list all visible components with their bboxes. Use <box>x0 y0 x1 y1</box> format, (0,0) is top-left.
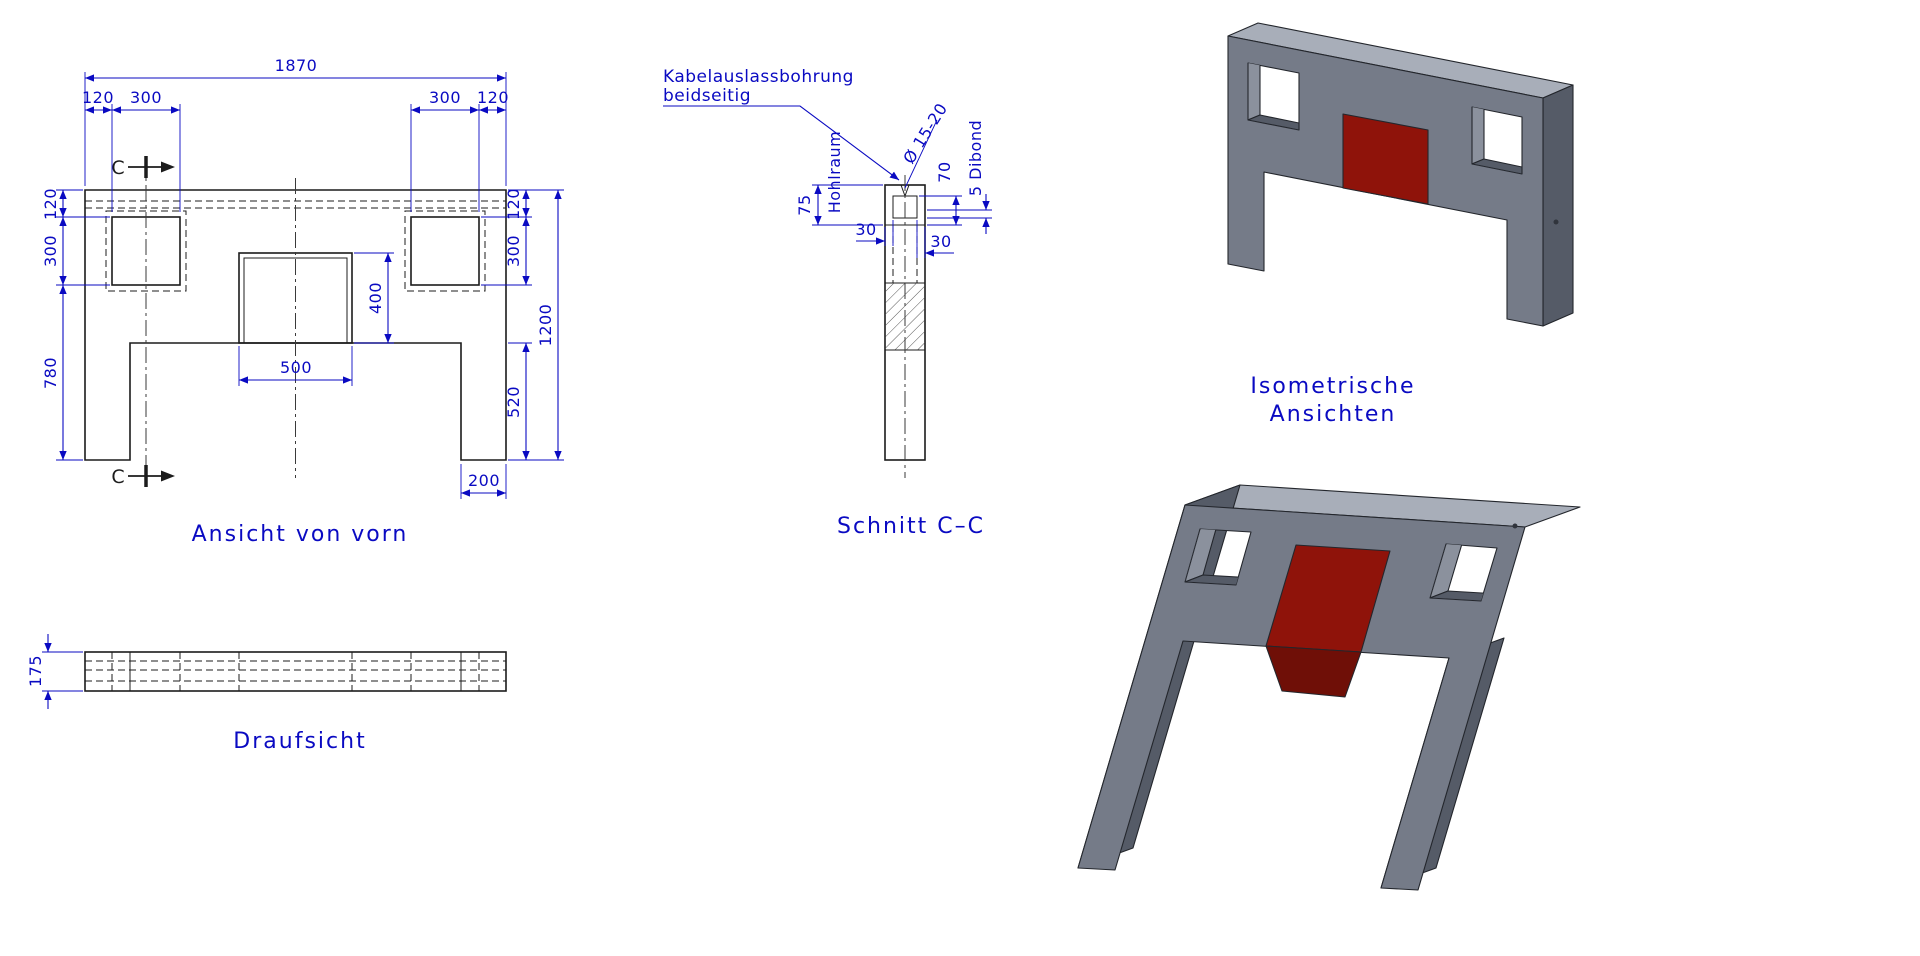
section-view-title: Schnitt C–C <box>837 514 985 539</box>
dim-right-top: 120 <box>504 188 523 220</box>
isometric-view-front <box>1227 22 1574 327</box>
dim-center-height: 400 <box>366 282 385 314</box>
dim-depth: 175 <box>26 655 45 687</box>
iso-title-line2: Ansichten <box>1270 402 1397 427</box>
front-outline <box>84 189 507 461</box>
front-right-hole <box>410 216 480 286</box>
front-view-dimensions: 1870 120 300 300 120 120 300 780 400 500… <box>41 56 564 499</box>
section-hole-notch-left <box>900 184 906 197</box>
iso-title-line1: Isometrische <box>1250 374 1415 399</box>
iso1-right-hole-walls <box>1472 107 1522 174</box>
dim-cavity-height: 75 <box>795 194 814 215</box>
dim-left-bottom: 780 <box>41 357 60 389</box>
front-view-geometry <box>84 178 507 478</box>
hidden-left-hole-frame <box>105 210 187 292</box>
callout-leader <box>663 105 900 181</box>
dim-pocket-depth: 70 <box>935 161 954 182</box>
iso1-right-face <box>1542 84 1574 327</box>
dim-left-hole: 300 <box>41 235 60 267</box>
section-view: 75 Hohlraum 30 30 70 5 Dibond Ø 15-20 <box>663 67 992 539</box>
dim-hole-diameter: Ø 15-20 <box>899 100 951 167</box>
top-view: 175 Draufsicht <box>26 634 507 754</box>
front-view-title: Ansicht von vorn <box>192 522 409 547</box>
hidden-right-hole-frame <box>404 210 486 292</box>
iso2-right-hole-walls <box>1430 544 1497 601</box>
iso1-red-panel <box>1342 113 1429 205</box>
dim-center-width: 500 <box>280 358 312 377</box>
isometric-view-back <box>1077 484 1581 891</box>
dim-top-offset-right: 120 <box>477 88 509 107</box>
callout-line2: beidseitig <box>663 86 751 106</box>
label-cavity: Hohlraum <box>825 131 844 214</box>
dim-top-hole-right: 300 <box>429 88 461 107</box>
dim-right-hole: 300 <box>504 235 523 267</box>
iso1-cable-hole <box>1553 219 1559 225</box>
dim-overall-height: 1200 <box>536 304 555 347</box>
front-view: C C <box>41 56 564 547</box>
front-center-opening-inner <box>243 257 348 343</box>
section-mark-bottom: C <box>111 466 124 488</box>
dim-wall-right: 30 <box>930 232 951 251</box>
section-geometry <box>884 175 926 478</box>
dim-wall-left: 30 <box>855 220 876 239</box>
section-arrow-bottom-icon <box>161 470 175 482</box>
section-mark-top: C <box>111 157 124 179</box>
dim-overall-width: 1870 <box>275 56 318 75</box>
top-view-outline <box>84 651 507 692</box>
iso2-cable-hole <box>1512 523 1518 529</box>
top-view-geometry <box>84 651 507 692</box>
section-arrow-top-icon <box>161 161 175 173</box>
top-view-title: Draufsicht <box>233 729 366 754</box>
dim-leg-width: 200 <box>468 471 500 490</box>
dim-top-hole-left: 300 <box>130 88 162 107</box>
dim-top-offset-left: 120 <box>82 88 114 107</box>
iso2-red-panel-lower <box>1265 645 1362 698</box>
dim-panel: 5 Dibond <box>966 120 985 196</box>
callout-line1: Kabelauslassbohrung <box>663 67 854 87</box>
dim-left-top: 120 <box>41 188 60 220</box>
section-dimensions: 75 Hohlraum 30 30 70 5 Dibond Ø 15-20 <box>663 67 992 258</box>
section-cut-marks: C C <box>111 156 175 488</box>
isometric-title: Isometrische Ansichten <box>1250 374 1415 427</box>
section-hole-notch-right <box>904 184 910 197</box>
iso1-left-hole-walls <box>1248 63 1299 130</box>
top-view-dimensions: 175 <box>26 634 83 709</box>
dim-right-bottom: 520 <box>504 386 523 418</box>
